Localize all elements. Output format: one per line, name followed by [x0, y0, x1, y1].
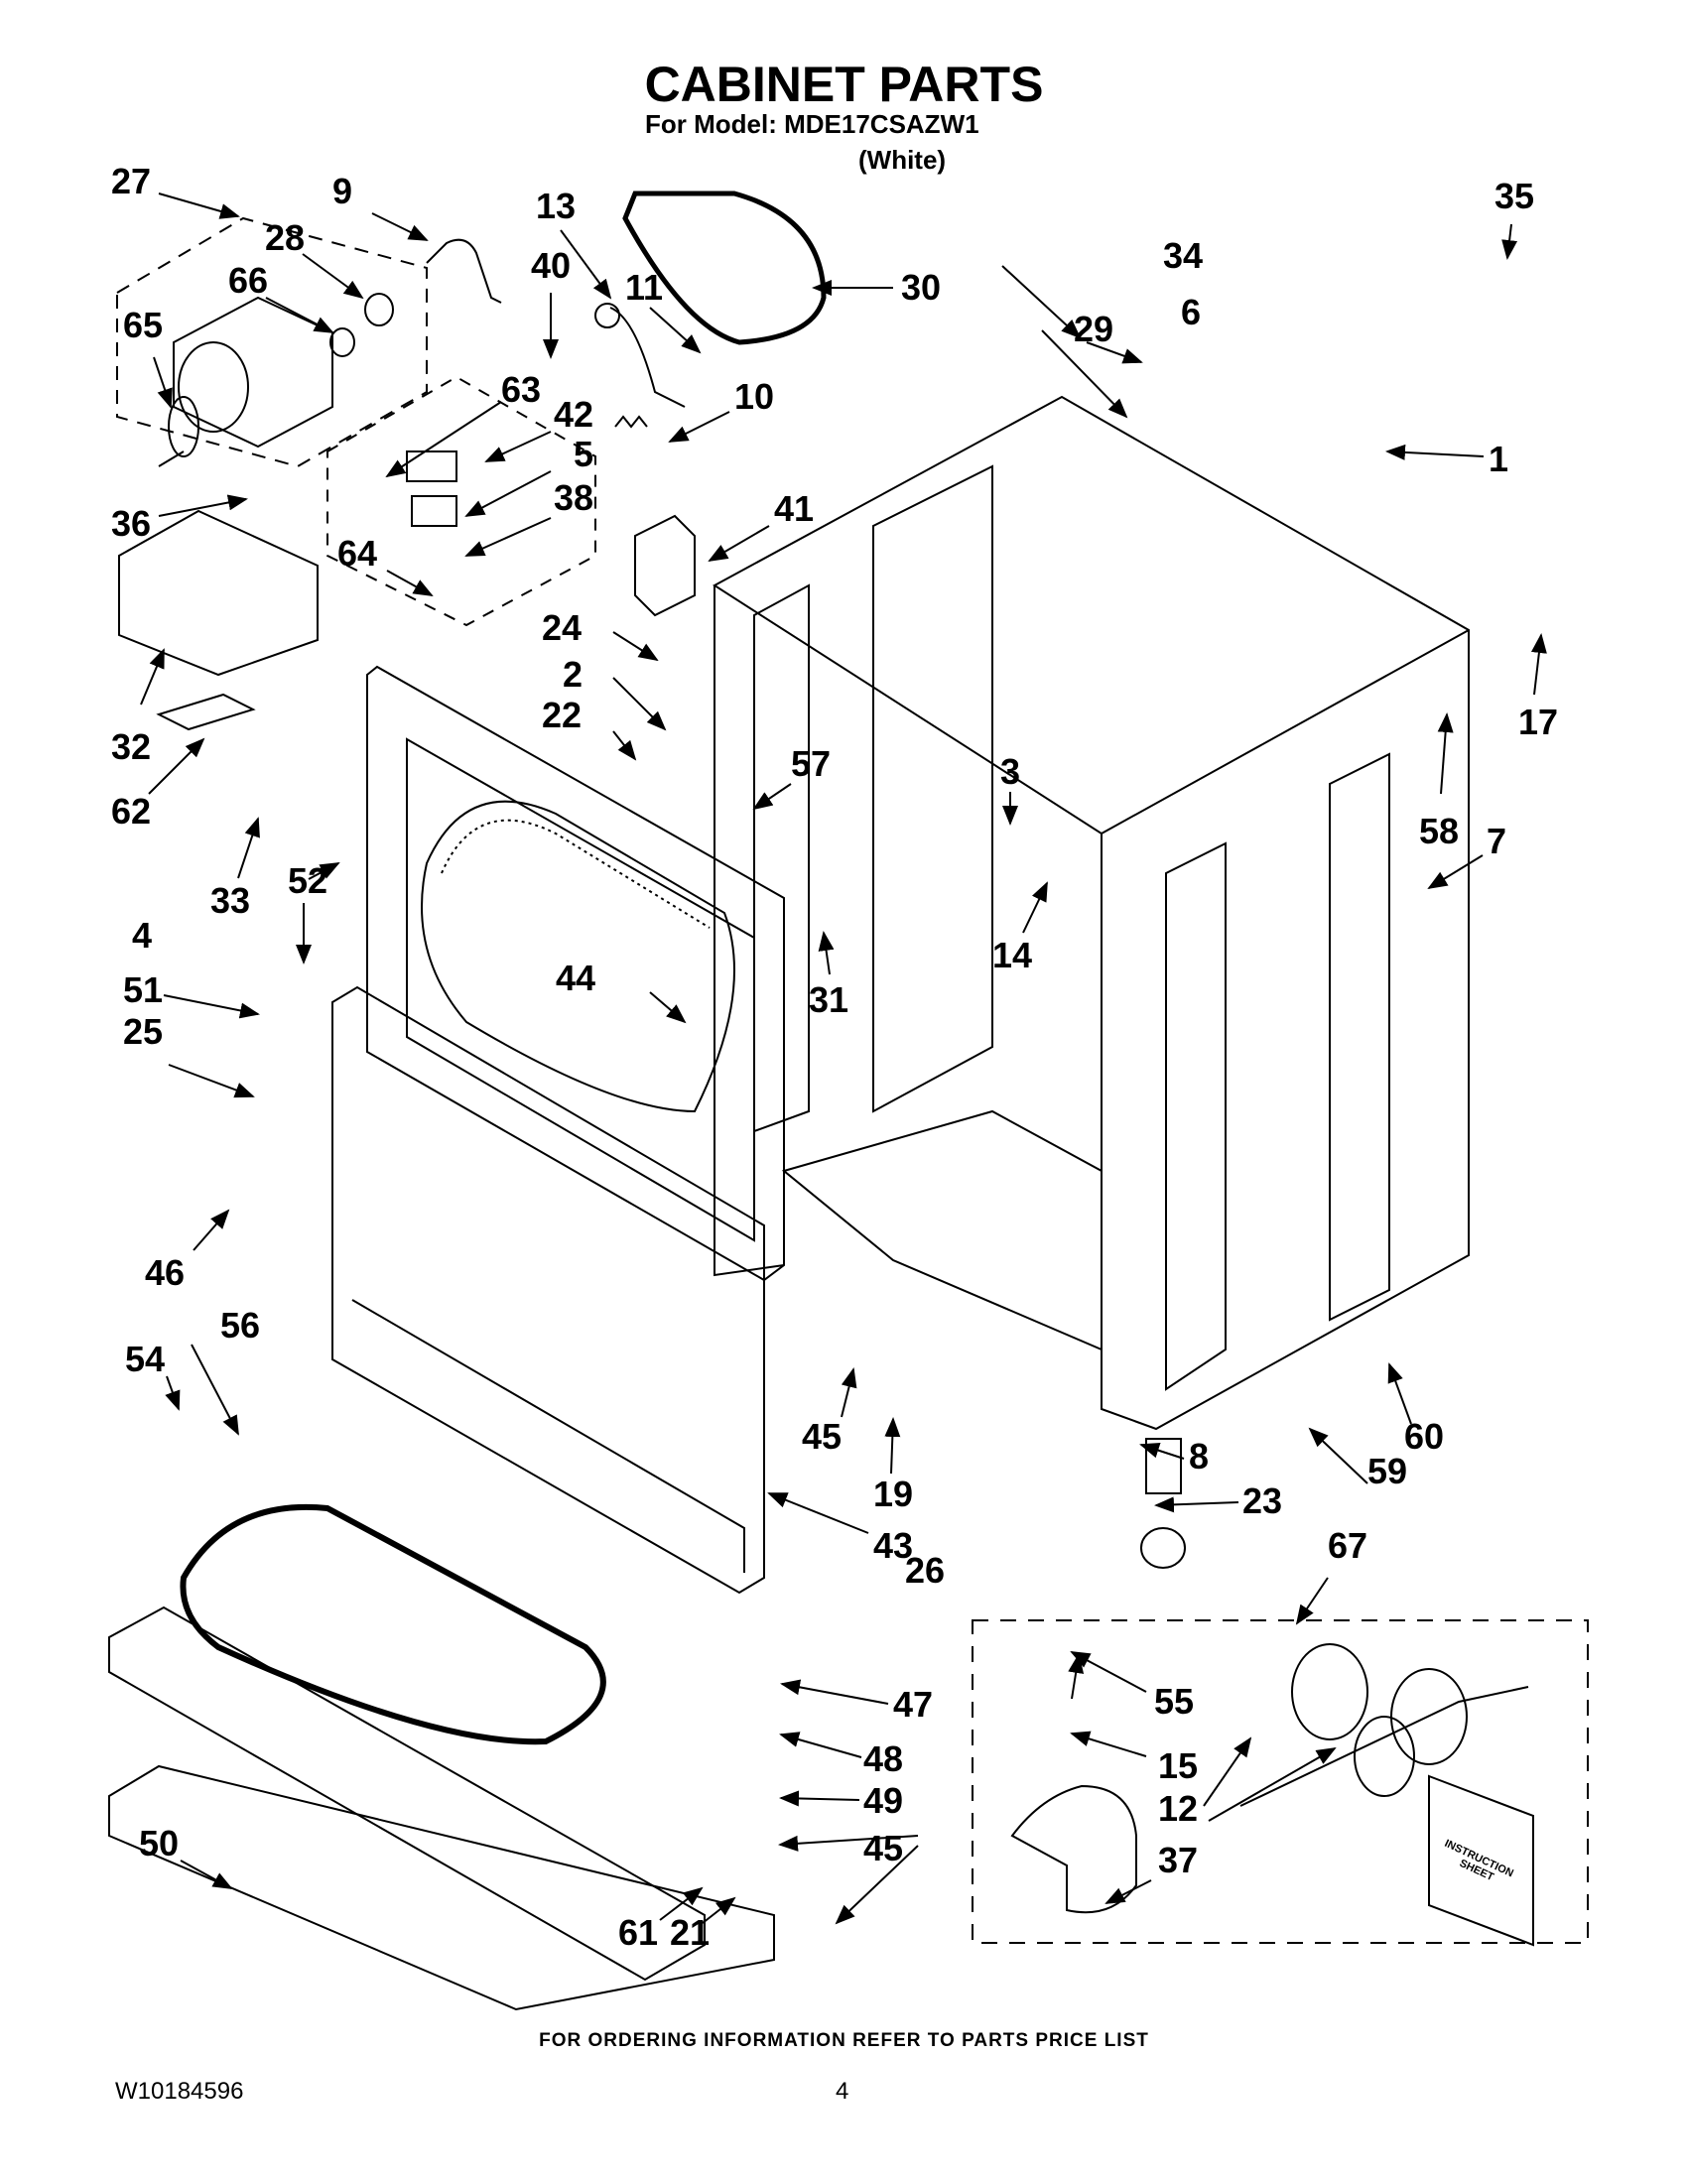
callout-14: 14 — [992, 935, 1033, 975]
callout-5: 5 — [574, 434, 594, 474]
model-number: For Model: MDE17CSAZW1 — [645, 109, 979, 139]
cabinet — [713, 395, 1470, 1431]
callout-10: 10 — [734, 376, 775, 417]
callout-12: 12 — [1158, 1788, 1199, 1829]
leveling-leg — [1145, 1438, 1182, 1494]
callout-29: 29 — [1074, 309, 1114, 349]
power-cord — [1239, 1686, 1529, 1807]
callout-43: 43 — [873, 1525, 914, 1566]
callout-55: 55 — [1154, 1681, 1195, 1722]
callout-30: 30 — [901, 267, 942, 308]
callout-22: 22 — [542, 695, 583, 735]
callout-9: 9 — [332, 171, 353, 211]
callout-36: 36 — [111, 503, 152, 544]
callout-45: 45 — [802, 1416, 843, 1457]
callout-60: 60 — [1404, 1416, 1445, 1457]
wire-harness-terminal — [634, 514, 696, 617]
drum-belt — [622, 191, 827, 345]
callout-65: 65 — [123, 305, 164, 345]
door-opening — [421, 800, 735, 1113]
idler-spring — [614, 415, 648, 429]
page-title: CABINET PARTS — [644, 57, 1044, 112]
callout-51: 51 — [123, 969, 164, 1010]
callout-6: 6 — [1181, 292, 1202, 332]
callout-17: 17 — [1518, 702, 1559, 742]
callout-61: 61 — [618, 1912, 659, 1953]
leader-arrows — [140, 193, 1547, 1925]
callout-57: 57 — [791, 743, 832, 784]
callout-8: 8 — [1189, 1436, 1210, 1477]
page-number: 4 — [836, 2078, 849, 2105]
callout-42: 42 — [554, 394, 594, 435]
callout-3: 3 — [1000, 751, 1021, 792]
callout-38: 38 — [554, 477, 594, 518]
instruction-sheet — [1428, 1774, 1534, 1947]
insulation-pad — [156, 693, 256, 731]
callout-4: 4 — [132, 915, 153, 956]
callout-40: 40 — [531, 245, 572, 286]
idler-pulley-arm — [609, 307, 686, 408]
callout-2: 2 — [563, 654, 584, 695]
callout-64: 64 — [337, 533, 378, 574]
callout-48: 48 — [863, 1738, 904, 1779]
callout-59: 59 — [1367, 1451, 1408, 1491]
callout-26: 26 — [905, 1550, 946, 1591]
callout-11: 11 — [625, 267, 664, 308]
motor-mount — [118, 509, 319, 677]
motor-clamp — [426, 238, 502, 304]
motor-kit-outline — [116, 216, 428, 468]
document-number: W10184596 — [115, 2078, 244, 2105]
callout-52: 52 — [288, 860, 328, 901]
callout-50: 50 — [139, 1823, 180, 1863]
leg-cap — [1140, 1527, 1186, 1569]
drum-seal-ring — [180, 1503, 606, 1745]
callout-31: 31 — [809, 979, 849, 1020]
callout-37: 37 — [1158, 1840, 1199, 1880]
callout-41: 41 — [774, 488, 815, 529]
callout-21: 21 — [670, 1912, 711, 1953]
callout-1: 1 — [1489, 439, 1509, 479]
callout-44: 44 — [556, 958, 596, 998]
callout-35: 35 — [1494, 176, 1535, 216]
callout-47: 47 — [893, 1684, 934, 1725]
exhaust-kit-outline — [972, 1619, 1589, 1944]
cord-loop — [1354, 1716, 1415, 1797]
dryer-foot-1 — [1291, 1643, 1368, 1740]
color-note: (White) — [858, 145, 947, 175]
callout-62: 62 — [111, 791, 152, 832]
ordering-note: FOR ORDERING INFORMATION REFER TO PARTS … — [539, 2030, 1149, 2051]
callout-63: 63 — [501, 369, 542, 410]
cabinet-base — [781, 1109, 1103, 1351]
switch-kit-outline — [326, 375, 596, 627]
callout-7: 7 — [1487, 821, 1507, 861]
exhaust-elbow — [1010, 1784, 1137, 1914]
callout-33: 33 — [210, 880, 251, 921]
callout-28: 28 — [265, 217, 306, 258]
motor-pulley-clip — [329, 327, 355, 357]
callout-54: 54 — [125, 1339, 166, 1379]
callout-46: 46 — [145, 1252, 186, 1293]
base-assembly — [108, 1503, 775, 2011]
callout-45: 45 — [863, 1828, 904, 1868]
motor-bearing — [364, 293, 394, 326]
callout-58: 58 — [1419, 811, 1460, 851]
callout-24: 24 — [542, 607, 583, 648]
toe-panel — [331, 985, 765, 1595]
callout-56: 56 — [220, 1305, 261, 1346]
callout-15: 15 — [1158, 1745, 1199, 1786]
callout-23: 23 — [1242, 1480, 1283, 1521]
drive-motor — [158, 296, 333, 467]
switch-bracket — [411, 495, 457, 527]
callout-19: 19 — [873, 1474, 914, 1514]
callout-27: 27 — [111, 161, 152, 201]
callout-25: 25 — [123, 1011, 164, 1052]
callout-34: 34 — [1163, 235, 1204, 276]
callout-66: 66 — [228, 260, 269, 301]
callout-49: 49 — [863, 1780, 904, 1821]
callout-67: 67 — [1328, 1525, 1368, 1566]
callout-32: 32 — [111, 726, 152, 767]
callout-13: 13 — [536, 186, 577, 226]
door-switch — [406, 450, 457, 482]
